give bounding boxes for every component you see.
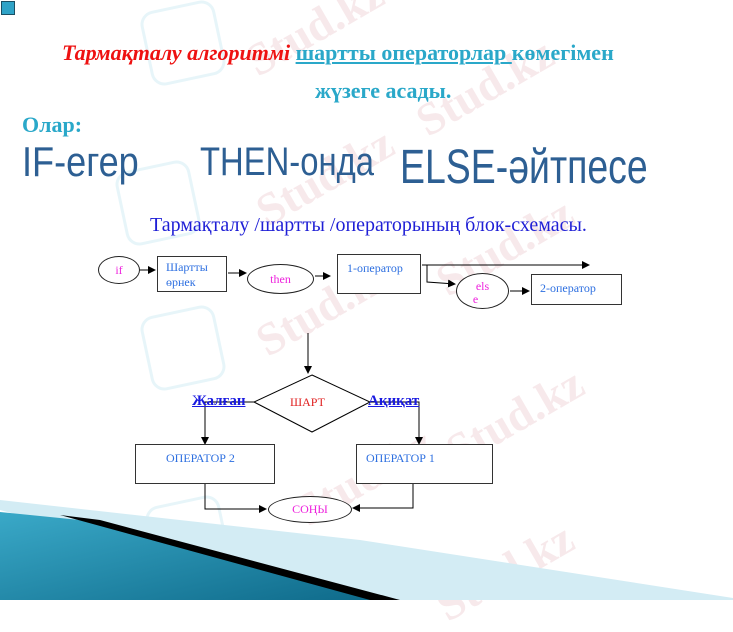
title-part-cyan: көмегімен [511, 40, 614, 65]
else-node-label-line1: els [475, 279, 490, 293]
keyword-then: THEN-онда [200, 140, 374, 184]
end-node-label: СОҢЫ [292, 502, 328, 516]
end-node: СОҢЫ [268, 496, 352, 523]
if-node: if [98, 256, 140, 284]
operator2-box-label: 2-оператор [540, 281, 596, 295]
operator1-box: 1-оператор [337, 254, 421, 294]
slide-title: Тармақталу алгоритмі шартты операторлар … [62, 40, 614, 66]
diagram-subtitle: Тармақталу /шартты /операторының блок-сх… [150, 214, 587, 236]
bottom-swoosh-decoration [0, 500, 733, 600]
keyword-if: IF-егер [22, 138, 139, 185]
then-node-label: then [270, 272, 291, 286]
false-branch-label: Жалған [192, 393, 246, 409]
diagram-connectors [139, 261, 590, 513]
slide-title-line2: жүзеге асады. [315, 78, 452, 103]
operator2-box: 2-оператор [531, 274, 622, 305]
olar-label: Олар: [22, 112, 83, 137]
condition-box-line2: өрнек [166, 275, 196, 289]
true-branch-label: Ақиқат [368, 393, 420, 409]
decision-diamond [252, 374, 372, 433]
operator1-block: ОПЕРАТОР 1 [356, 444, 493, 484]
condition-box: Шартты өрнек [157, 256, 227, 292]
operator2-block-label: ОПЕРАТОР 2 [166, 451, 235, 465]
title-link[interactable]: шартты операторлар [295, 40, 512, 65]
operator1-block-label: ОПЕРАТОР 1 [366, 451, 435, 465]
operator2-block: ОПЕРАТОР 2 [135, 444, 275, 484]
else-node-label-line2: e [472, 292, 479, 306]
keyword-else: ELSE-әйтпесе [400, 141, 648, 194]
decision-label: ШАРТ [290, 395, 325, 409]
condition-box-line1: Шартты [166, 260, 208, 274]
operator1-box-label: 1-оператор [347, 261, 403, 275]
slide-corner-marker [1, 1, 15, 15]
then-node: then [247, 264, 314, 294]
if-node-label: if [115, 263, 123, 277]
title-part-red: Тармақталу алгоритмі [62, 40, 291, 65]
else-node: els e [456, 273, 509, 309]
